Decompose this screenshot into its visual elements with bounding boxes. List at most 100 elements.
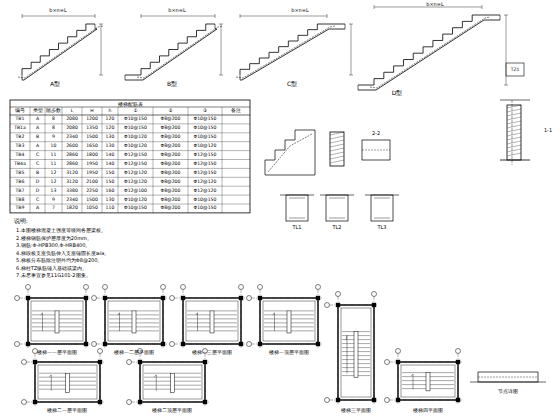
table-cell: 10 [51,144,57,149]
drawing-label: 楼梯一一层平面图 [37,351,77,356]
drawing-rect [171,373,175,392]
drawing-rect [478,372,538,382]
drawing-line [109,326,132,327]
drawing-label: 4.梯段板支座负筋伸入支座锚固长度≥la。 [16,250,109,255]
table-cell: C [36,162,39,167]
drawing-rect [105,298,163,344]
drawing-rect [341,308,371,397]
drawing-line [458,353,459,404]
drawing-line [374,218,390,219]
table-cell: Φ8@200 [161,179,181,184]
drawing-line [214,326,237,327]
table-cell: Φ12@150 [194,171,217,176]
table-cell: TB5 [16,171,25,176]
drawing-line [329,400,378,401]
drawing-rect [286,195,308,221]
drawing-line [175,381,202,382]
axis-bubble [103,285,108,290]
drawing-line [291,322,314,323]
drawing-line [507,133,521,136]
drawing-line [100,353,101,406]
drawing-line [175,373,202,374]
drawing-line [62,107,63,213]
drawing-line [430,380,454,381]
drawing-line [59,318,82,319]
drawing-line [365,195,399,196]
axis-bubble [127,400,132,405]
drawing-rect [338,305,374,400]
axis-bubble [170,342,175,347]
table-cell: 3120 [66,179,78,184]
drawing-line [183,289,184,348]
drawing-line [251,344,322,345]
table-cell: TB8 [16,197,25,202]
drawing-line [264,310,287,311]
drawing-line [10,141,250,142]
table-cell: 1350 [86,126,98,131]
drawing-line [318,289,319,348]
table-cell: 2860 [66,153,78,158]
drawing-rect [38,365,97,399]
drawing-line [329,305,378,306]
drawing-line [19,344,90,345]
drawing-rect [371,195,393,221]
axis-bubble [22,360,27,365]
drawing-label: D型 [392,90,403,96]
table-cell: 130 [106,144,115,149]
drawing-rect [330,132,344,166]
table-cell: Φ8@200 [161,206,181,211]
table-cell: 120 [106,126,115,131]
drawing-line [109,310,132,311]
drawing-line [214,322,237,323]
drawing-label: 踏步数 [46,109,61,114]
drawing-line [342,355,354,356]
axis-bubble [325,398,330,403]
drawing-line [362,150,390,151]
drawing-line [342,335,354,336]
drawing-line [358,371,370,372]
axis-bubble [325,303,330,308]
drawing-line [507,113,521,116]
table-cell: 7 [52,206,55,211]
drawing-line [187,330,210,331]
drawing-line [330,160,344,163]
drawing-line [144,377,171,378]
drawing-line [101,24,102,75]
table-cell: Φ10@150 [124,117,147,122]
drawing-rect [186,301,238,341]
drawing-line [205,353,206,406]
table-cell: 120 [106,117,115,122]
drawing-label: 2-2 [372,131,380,136]
drawing-line [10,186,250,187]
table-cell: 2100 [86,179,98,184]
drawing-line [41,313,43,331]
drawing-line [109,314,132,315]
drawing-line [430,372,454,373]
drawing-rect [132,311,136,333]
drawing-line [102,107,103,213]
drawing-line [32,326,55,327]
drawing-rect [140,362,205,402]
drawing-line [125,29,217,80]
drawing-line [358,363,370,364]
axis-bubble [181,285,186,290]
table-cell: 150 [106,171,115,176]
table-cell: Φ10@150 [124,126,147,131]
drawing-line [10,123,250,124]
drawing-label: TL1 [292,225,301,230]
drawing-line [330,156,344,159]
drawing-line [291,314,314,315]
drawing-line [358,347,370,348]
drawing-line [374,5,375,9]
drawing-line [215,14,216,18]
drawing-line [219,24,223,25]
drawing-line [358,85,359,90]
drawing-line [342,363,354,364]
table-cell: Φ8@200 [161,144,181,149]
drawing-line [507,109,521,112]
drawing-line [358,359,370,360]
drawing-line [187,314,210,315]
drawing-line [49,375,51,391]
table-cell: 130 [106,197,115,202]
drawing-line [10,168,250,169]
